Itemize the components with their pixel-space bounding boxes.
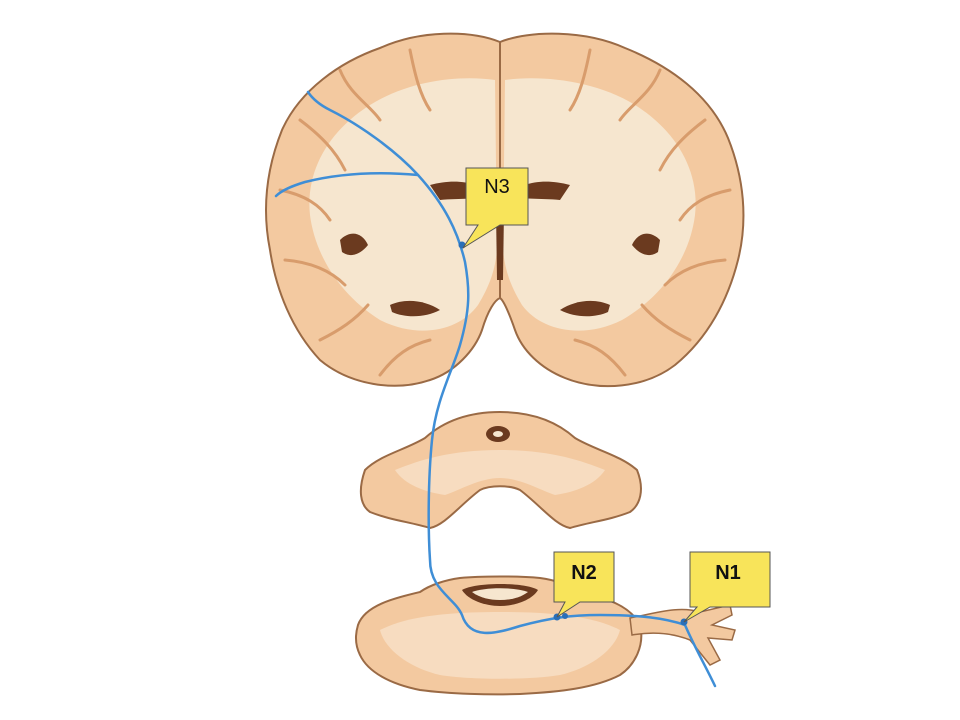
n2-marker-dot-secondary [562, 613, 568, 619]
right-white-matter [503, 78, 696, 331]
neural-pathway [274, 90, 717, 688]
callout-n3-box[interactable] [462, 167, 529, 249]
cranial-nerve-branch [629, 604, 736, 666]
callout-n2-box[interactable] [553, 551, 615, 618]
callout-n2[interactable]: N2 [553, 551, 615, 618]
callout-n1-box[interactable] [683, 551, 771, 623]
coronal-brain-section [265, 32, 745, 388]
callout-n1-label: N1 [715, 562, 741, 584]
callout-n2-label: N2 [571, 562, 597, 584]
right-gyri [568, 48, 732, 377]
callout-n1[interactable]: N1 [683, 551, 771, 623]
left-white-matter [309, 78, 497, 331]
brainstem-upper-section [359, 410, 642, 530]
brainstem-lower-section [354, 575, 736, 696]
left-gyri [278, 48, 432, 377]
pathway-branch [274, 172, 420, 198]
callout-n3[interactable]: N3 [462, 167, 529, 249]
callout-n3-label: N3 [484, 176, 510, 198]
